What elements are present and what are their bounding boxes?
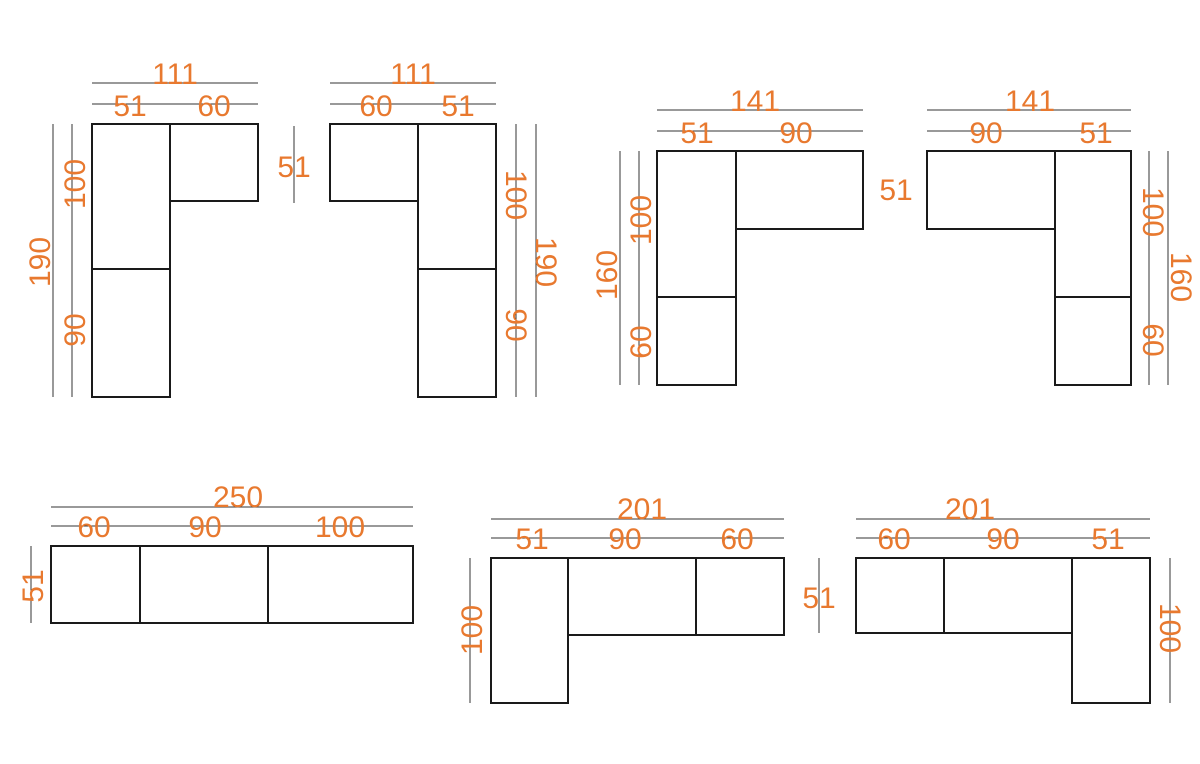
dimension-label: 160 <box>591 250 624 300</box>
seat-module <box>1054 150 1132 298</box>
dimension-label: 90 <box>59 313 92 346</box>
unit-straight: 250 60 90 100 51 <box>17 481 414 624</box>
unit-corner-right-a: 111 60 51 100 190 90 <box>329 58 562 398</box>
seat-module <box>855 557 945 634</box>
dimension-label: 100 <box>456 605 489 655</box>
unit-corner-left-b: 141 51 90 51 160 100 60 <box>591 85 913 386</box>
dimension-label: 141 <box>1005 85 1055 118</box>
unit-corner-right-b: 141 90 51 100 160 60 <box>926 85 1197 386</box>
dimension-label: 201 <box>945 493 995 526</box>
arm-module <box>169 123 259 202</box>
seat-module <box>417 123 497 270</box>
dimension-label: 60 <box>625 325 658 358</box>
dimension-label: 51 <box>1091 523 1124 556</box>
chaise-module <box>490 557 569 704</box>
seat-module <box>91 268 171 398</box>
dimension-label: 90 <box>779 117 812 150</box>
dimension-label: 90 <box>986 523 1019 556</box>
dimension-label: 51 <box>680 117 713 150</box>
dimension-label: 160 <box>1164 252 1197 302</box>
dimension-label: 201 <box>617 493 667 526</box>
dimension-label: 100 <box>1153 603 1186 653</box>
dimension-label: 60 <box>77 511 110 544</box>
dimension-label: 141 <box>730 85 780 118</box>
seat-module <box>695 557 785 636</box>
arm-module <box>926 150 1056 230</box>
seat-module <box>139 545 269 624</box>
seat-module <box>417 268 497 398</box>
dimension-label: 190 <box>24 237 57 287</box>
dimension-label: 60 <box>359 90 392 123</box>
dimension-label: 100 <box>59 159 92 209</box>
dimension-label: 60 <box>1136 323 1169 356</box>
dimension-label: 60 <box>197 90 230 123</box>
seat-module <box>91 123 171 270</box>
dimension-label: 51 <box>802 582 835 615</box>
seat-module <box>943 557 1073 634</box>
seat-module <box>567 557 697 636</box>
dimension-label: 190 <box>529 237 562 287</box>
dimension-label: 51 <box>277 151 310 184</box>
dimension-label: 250 <box>213 481 263 514</box>
dimension-label: 100 <box>315 511 365 544</box>
dimension-label: 51 <box>441 90 474 123</box>
dimension-label: 51 <box>17 569 50 602</box>
dimension-label: 90 <box>969 117 1002 150</box>
dimension-label: 90 <box>499 308 532 341</box>
dimension-label: 60 <box>720 523 753 556</box>
dimension-label: 51 <box>879 174 912 207</box>
dimension-label: 100 <box>625 195 658 245</box>
dimension-label: 51 <box>1079 117 1112 150</box>
dimension-label: 90 <box>188 511 221 544</box>
seat-module <box>267 545 414 624</box>
arm-module <box>329 123 419 202</box>
dimension-label: 60 <box>877 523 910 556</box>
unit-chaise-left: 201 51 90 60 100 <box>456 493 785 704</box>
dimension-label: 51 <box>113 90 146 123</box>
dimension-label: 100 <box>499 170 532 220</box>
dimension-label: 111 <box>390 58 436 91</box>
arm-module <box>735 150 864 230</box>
unit-chaise-right: 201 60 90 51 51 100 <box>802 493 1186 704</box>
seat-module <box>656 296 737 386</box>
chaise-module <box>1071 557 1151 704</box>
seat-module <box>656 150 737 298</box>
dimension-label: 90 <box>608 523 641 556</box>
dimension-label: 100 <box>1136 187 1169 237</box>
seat-module <box>1054 296 1132 386</box>
dimension-label: 111 <box>152 58 198 91</box>
unit-corner-left-a: 111 51 60 51 190 100 90 <box>24 58 311 398</box>
dimension-label: 51 <box>515 523 548 556</box>
seat-module <box>50 545 141 624</box>
